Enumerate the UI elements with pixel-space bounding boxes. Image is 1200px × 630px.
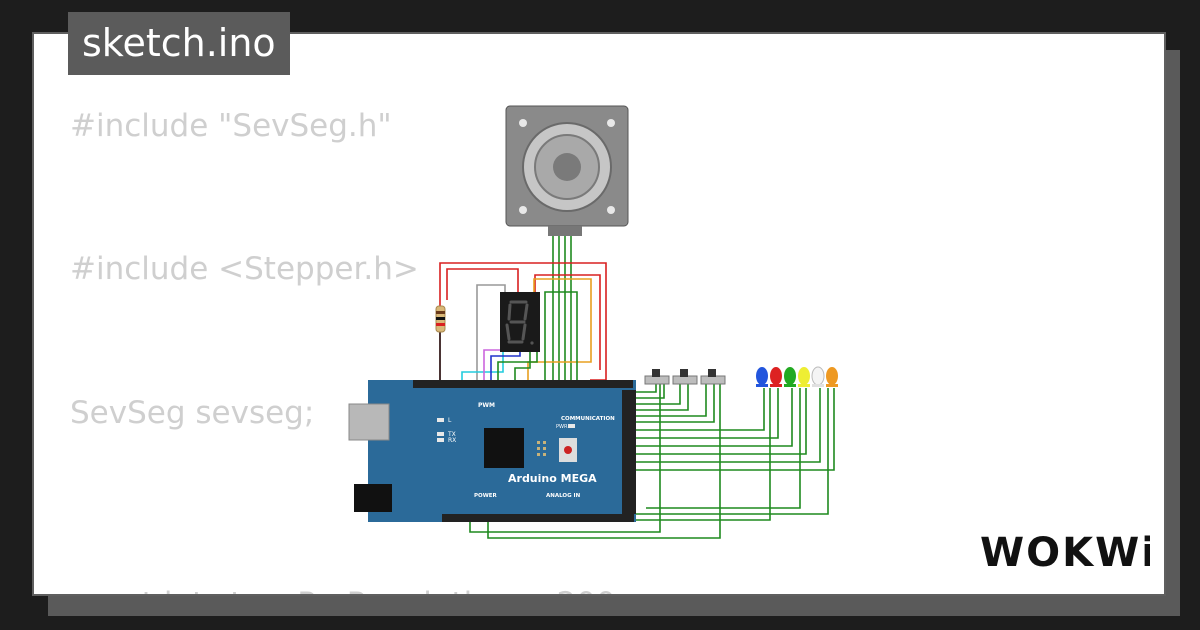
analog-in-label: ANALOG IN bbox=[546, 493, 581, 499]
board-name: Arduino MEGA bbox=[508, 472, 597, 485]
pwr-label: PWR bbox=[556, 424, 568, 430]
screw-icon bbox=[519, 206, 527, 214]
led-row[interactable] bbox=[756, 366, 838, 387]
wires bbox=[439, 236, 835, 539]
stepper-motor[interactable] bbox=[505, 105, 629, 236]
screw-icon bbox=[607, 206, 615, 214]
led-white[interactable] bbox=[811, 366, 825, 387]
seven-segment-display[interactable] bbox=[500, 292, 540, 352]
led-blue[interactable] bbox=[756, 367, 768, 387]
tx-label: TX bbox=[447, 431, 456, 438]
pwm-label: PWM bbox=[478, 402, 495, 409]
file-tab[interactable]: sketch.ino bbox=[68, 12, 290, 75]
communication-label: COMMUNICATION bbox=[561, 416, 615, 422]
code-line-1: #include "SevSeg.h" bbox=[70, 108, 392, 144]
screw-icon bbox=[519, 119, 527, 127]
wokwi-logo-text: WOKWi bbox=[980, 530, 1150, 574]
arduino-mega-board[interactable]: L TX RX PWR PWM COMMUNICATION Arduino ME… bbox=[348, 380, 636, 522]
power-jack bbox=[354, 484, 392, 512]
screw-icon bbox=[607, 119, 615, 127]
code-line-4: const int stepsPerRevolution = 200; bbox=[70, 586, 626, 594]
l-label: L bbox=[448, 417, 452, 424]
resistor[interactable] bbox=[435, 305, 446, 333]
led-orange[interactable] bbox=[826, 367, 838, 387]
led-green[interactable] bbox=[784, 367, 796, 387]
slide-switch[interactable] bbox=[672, 369, 698, 385]
slide-switch[interactable] bbox=[700, 369, 726, 385]
slide-switch[interactable] bbox=[644, 369, 670, 385]
rx-label: RX bbox=[448, 437, 456, 444]
led-yellow[interactable] bbox=[798, 367, 810, 387]
code-line-2: #include <Stepper.h> bbox=[70, 251, 419, 287]
code-line-3: SevSeg sevseg; bbox=[70, 395, 315, 431]
led-red[interactable] bbox=[770, 367, 782, 387]
wokwi-logo: WOKWi bbox=[978, 528, 1155, 576]
mcu-chip bbox=[484, 428, 524, 468]
power-label: POWER bbox=[474, 493, 498, 499]
slide-switches[interactable] bbox=[644, 369, 726, 385]
usb-port bbox=[348, 403, 390, 441]
